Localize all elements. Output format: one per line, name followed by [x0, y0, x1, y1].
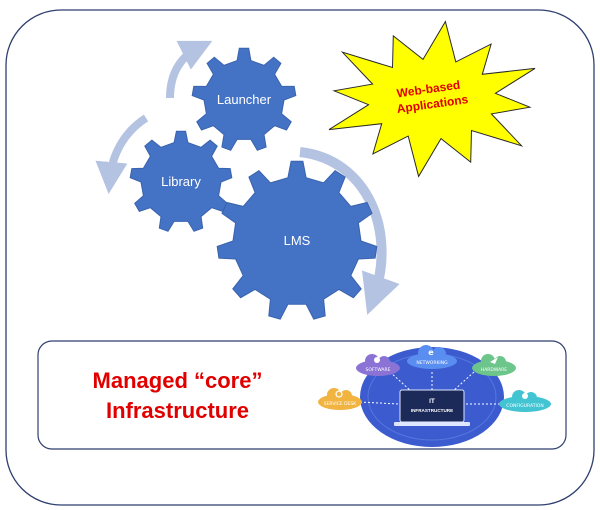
configuration-icon — [522, 393, 528, 399]
cloud-software: SOFTWARE — [356, 354, 400, 376]
cloud-networking: e NETWORKING — [407, 345, 457, 369]
gear-label-library: Library — [161, 174, 201, 189]
cloud-label-service-desk: SERVICE DESK — [324, 401, 358, 407]
cloud-label-networking: NETWORKING — [416, 360, 448, 366]
core-title-line-2: Infrastructure — [105, 398, 250, 423]
hardware-icon — [490, 357, 498, 364]
cloud-label-hardware: HARDWARE — [481, 367, 507, 373]
it-infrastructure-graphic: IT INFRASTRUCTURE SOFTWARE e NETWORKING … — [318, 345, 551, 447]
arrow-library-arc — [95, 114, 149, 194]
gear-library — [129, 130, 233, 232]
software-icon — [374, 357, 380, 363]
laptop-icon — [399, 389, 465, 423]
it-center-line-2: INFRASTRUCTURE — [411, 408, 453, 413]
networking-icon: e — [428, 348, 434, 357]
starburst-shape — [328, 20, 536, 178]
arrow-launcher-to-library-arc — [166, 40, 213, 99]
gear-label-launcher: Launcher — [217, 92, 272, 107]
cloud-configuration: CONFIGURATION — [499, 390, 551, 412]
cloud-label-software: SOFTWARE — [366, 367, 391, 373]
cloud-label-configuration: CONFIGURATION — [506, 403, 543, 409]
gear-launcher — [191, 47, 297, 151]
web-apps-starburst: Web-based Applications — [328, 20, 536, 178]
gear-label-lms: LMS — [284, 233, 311, 248]
core-title-line-1: Managed “core” — [92, 368, 263, 393]
gear-lms — [216, 160, 378, 320]
service-desk-icon — [335, 390, 343, 398]
it-center-line-1: IT — [429, 398, 435, 405]
arrow-lms-arc — [299, 147, 400, 315]
cloud-service-desk: SERVICE DESK — [318, 388, 362, 410]
cloud-hardware: HARDWARE — [472, 354, 516, 376]
